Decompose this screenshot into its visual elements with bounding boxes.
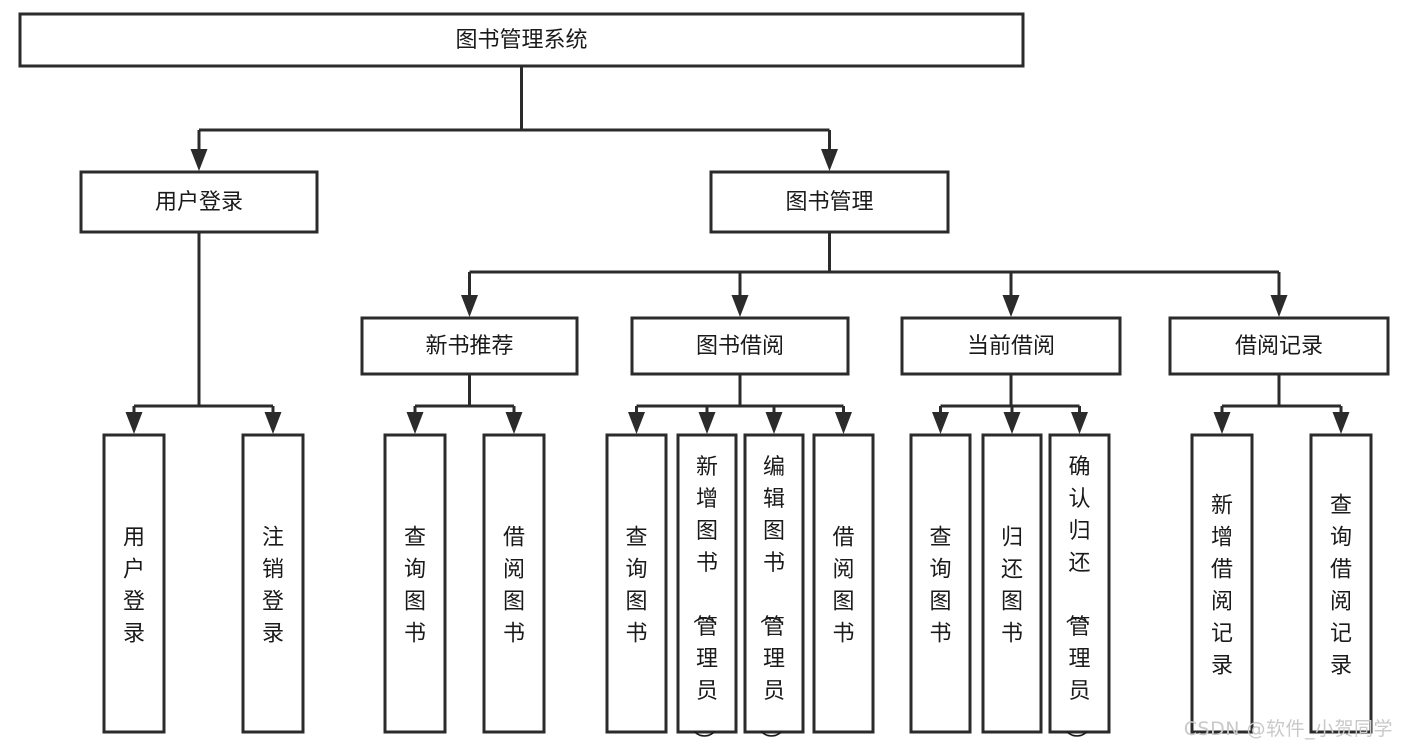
node-box-book-borrow	[630, 316, 850, 376]
node-leaf-add-record[interactable]: 新增借阅记录	[1190, 433, 1254, 734]
csdn-watermark: CSDN @软件_小贺同学	[1183, 718, 1393, 740]
node-leaf-query-book-3[interactable]: 查询图书	[909, 433, 972, 734]
node-box-leaf-query-record	[1309, 433, 1373, 734]
node-box-leaf-query-book-1	[383, 433, 447, 734]
node-box-current-borrow	[900, 316, 1122, 376]
node-label-leaf-user-login: 用户登录	[123, 525, 145, 646]
arrow-head-book-borrow	[731, 295, 749, 317]
node-leaf-logout[interactable]: 注销登录	[241, 433, 305, 734]
node-label-leaf-add-record: 新增借阅记录	[1211, 493, 1233, 678]
arrow-head-current-borrow	[1002, 295, 1020, 317]
node-box-leaf-user-login	[102, 433, 166, 734]
node-label-leaf-query-book-3: 查询图书	[929, 525, 951, 646]
arrow-head-leaf-query-record	[1332, 412, 1350, 434]
node-borrow-record[interactable]: 借阅记录	[1168, 316, 1390, 376]
node-label-current-borrow: 当前借阅	[967, 334, 1055, 359]
node-box-root	[18, 12, 1025, 68]
arrow-head-new-book-rec	[461, 295, 478, 317]
node-label-leaf-edit-book: 编辑图书（管理员）	[757, 455, 785, 747]
node-leaf-query-book-1[interactable]: 查询图书	[383, 433, 447, 734]
node-label-root: 图书管理系统	[455, 28, 587, 53]
arrow-head-leaf-user-login	[125, 412, 143, 434]
connector-layer	[125, 66, 1350, 434]
node-leaf-confirm-return[interactable]: 确认归还（管理员）	[1048, 433, 1111, 747]
node-label-borrow-record: 借阅记录	[1235, 334, 1323, 359]
node-label-book-borrow: 图书借阅	[696, 334, 784, 359]
node-user-login[interactable]: 用户登录	[79, 170, 319, 234]
node-leaf-user-login[interactable]: 用户登录	[102, 433, 166, 734]
arrow-head-leaf-borrow-book-2	[835, 412, 852, 434]
node-leaf-edit-book[interactable]: 编辑图书（管理员）	[743, 433, 805, 747]
node-box-leaf-edit-book	[743, 433, 805, 734]
node-book-borrow[interactable]: 图书借阅	[630, 316, 850, 376]
node-label-leaf-query-book-1: 查询图书	[404, 525, 426, 646]
node-box-leaf-query-book-3	[909, 433, 972, 734]
node-leaf-borrow-book-2[interactable]: 借阅图书	[812, 433, 875, 734]
node-box-new-book-rec	[360, 316, 579, 376]
node-leaf-return-book[interactable]: 归还图书	[981, 433, 1043, 734]
node-label-leaf-query-book-2: 查询图书	[625, 525, 647, 646]
arrow-head-leaf-borrow-book-1	[505, 412, 523, 434]
node-label-book-manage: 图书管理	[785, 190, 873, 215]
node-leaf-query-record[interactable]: 查询借阅记录	[1309, 433, 1373, 734]
arrow-head-leaf-edit-book	[765, 412, 783, 434]
node-label-leaf-borrow-book-2: 借阅图书	[832, 525, 854, 646]
node-box-leaf-add-book	[676, 433, 738, 734]
node-current-borrow[interactable]: 当前借阅	[900, 316, 1122, 376]
node-box-leaf-borrow-book-2	[812, 433, 875, 734]
arrow-head-leaf-return-book	[1003, 412, 1021, 434]
arrow-head-leaf-query-book-2	[628, 412, 645, 434]
node-box-book-manage	[709, 170, 950, 234]
node-leaf-query-book-2[interactable]: 查询图书	[605, 433, 668, 734]
node-box-leaf-logout	[241, 433, 305, 734]
node-book-manage[interactable]: 图书管理	[709, 170, 950, 234]
node-leaf-borrow-book-1[interactable]: 借阅图书	[482, 433, 546, 734]
node-box-leaf-return-book	[981, 433, 1043, 734]
node-label-leaf-confirm-return: 确认归还（管理员）	[1062, 455, 1090, 747]
node-layer: 图书管理系统用户登录图书管理新书推荐图书借阅当前借阅借阅记录用户登录注销登录查询…	[18, 12, 1390, 747]
arrow-head-user-login	[190, 149, 208, 171]
node-box-leaf-borrow-book-1	[482, 433, 546, 734]
node-label-leaf-add-book: 新增图书（管理员）	[690, 455, 718, 747]
node-root[interactable]: 图书管理系统	[18, 12, 1025, 68]
node-box-user-login	[79, 170, 319, 234]
node-box-leaf-add-record	[1190, 433, 1254, 734]
arrow-head-leaf-add-book	[698, 412, 716, 434]
node-label-leaf-query-record: 查询借阅记录	[1330, 493, 1352, 678]
arrow-head-borrow-record	[1270, 295, 1288, 317]
node-box-borrow-record	[1168, 316, 1390, 376]
arrow-head-leaf-query-book-1	[406, 412, 424, 434]
arrow-head-leaf-add-record	[1213, 412, 1231, 434]
node-leaf-add-book[interactable]: 新增图书（管理员）	[676, 433, 738, 747]
node-new-book-rec[interactable]: 新书推荐	[360, 316, 579, 376]
node-box-leaf-confirm-return	[1048, 433, 1111, 734]
arrow-head-leaf-query-book-3	[932, 412, 949, 434]
node-label-user-login: 用户登录	[155, 190, 243, 215]
node-label-new-book-rec: 新书推荐	[425, 334, 513, 359]
node-label-leaf-return-book: 归还图书	[1001, 525, 1023, 646]
node-label-leaf-logout: 注销登录	[262, 525, 284, 646]
node-label-leaf-borrow-book-1: 借阅图书	[503, 525, 525, 646]
arrow-head-leaf-confirm-return	[1071, 412, 1088, 434]
arrow-head-book-manage	[821, 149, 838, 171]
node-box-leaf-query-book-2	[605, 433, 668, 734]
arrow-head-leaf-logout	[264, 412, 282, 434]
